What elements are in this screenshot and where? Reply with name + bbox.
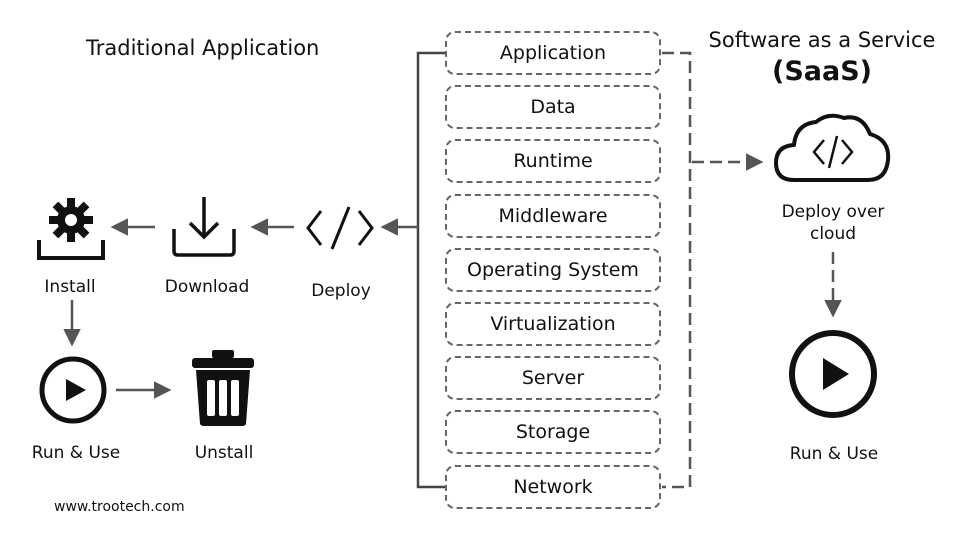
saas-title-line2: (SaaS)	[771, 56, 872, 87]
stack-left-bracket	[416, 51, 445, 489]
saas-title: Software as a Service (SaaS)	[696, 28, 948, 87]
play-circle-icon	[789, 330, 877, 418]
stack-layer: Runtime	[445, 139, 661, 184]
traditional-title: Traditional Application	[86, 36, 320, 60]
stack-layer: Operating System	[445, 247, 661, 292]
stack-right-bracket	[662, 51, 692, 489]
stack-layer: Storage	[445, 410, 661, 455]
download-label: Download	[164, 277, 250, 297]
deploy-label: Deploy	[311, 281, 371, 301]
run-use-label: Run & Use	[31, 443, 121, 463]
stack-layer: Application	[445, 31, 661, 75]
stack-layer: Network	[445, 464, 661, 509]
play-circle-icon	[39, 356, 107, 424]
footer-url: www.trootech.com	[54, 499, 185, 515]
stack-layer: Data	[445, 85, 661, 130]
saas-title-line1: Software as a Service	[708, 28, 936, 52]
deploy-cloud-label: Deploy over cloud	[781, 202, 885, 244]
stack-layer: Virtualization	[445, 302, 661, 346]
stack-layer: Server	[445, 356, 661, 401]
uninstall-label: Unstall	[194, 443, 254, 463]
download-tray-icon	[172, 197, 236, 257]
saas-run-use-label: Run & Use	[789, 444, 879, 464]
install-label: Install	[44, 277, 96, 297]
code-brackets-icon	[306, 206, 374, 250]
stack-layer: Middleware	[445, 193, 661, 238]
gear-install-icon	[37, 198, 105, 260]
cloud-code-icon	[774, 113, 891, 182]
trash-bin-icon	[192, 350, 254, 426]
